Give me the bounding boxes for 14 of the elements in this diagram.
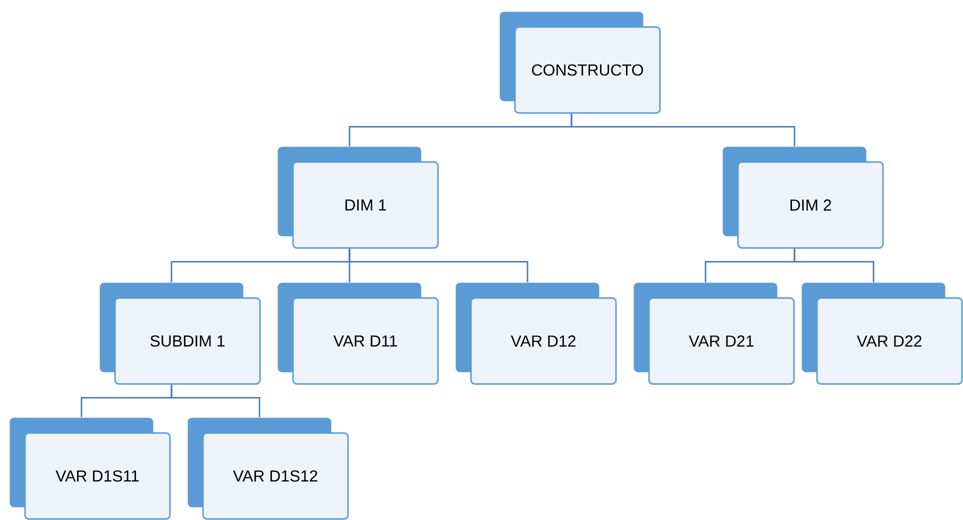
connector-line	[794, 248, 874, 282]
org-chart-box: VAR D11	[278, 282, 439, 385]
org-chart-box: VAR D1S11	[10, 418, 171, 520]
connector-line	[170, 384, 260, 418]
org-chart-box: DIM 1	[278, 146, 439, 249]
org-chart-box: SUBDIM 1	[100, 282, 261, 385]
org-chart-box: VAR D12	[456, 282, 617, 385]
org-chart-box: VAR D22	[802, 282, 963, 385]
org-chart-box: VAR D21	[634, 282, 795, 385]
org-chart-box: VAR D1S12	[188, 418, 349, 520]
org-chart-box: CONSTRUCTO	[500, 12, 661, 114]
connector-line	[570, 114, 796, 146]
connector-line	[348, 248, 528, 282]
org-chart-box: DIM 2	[722, 146, 884, 249]
